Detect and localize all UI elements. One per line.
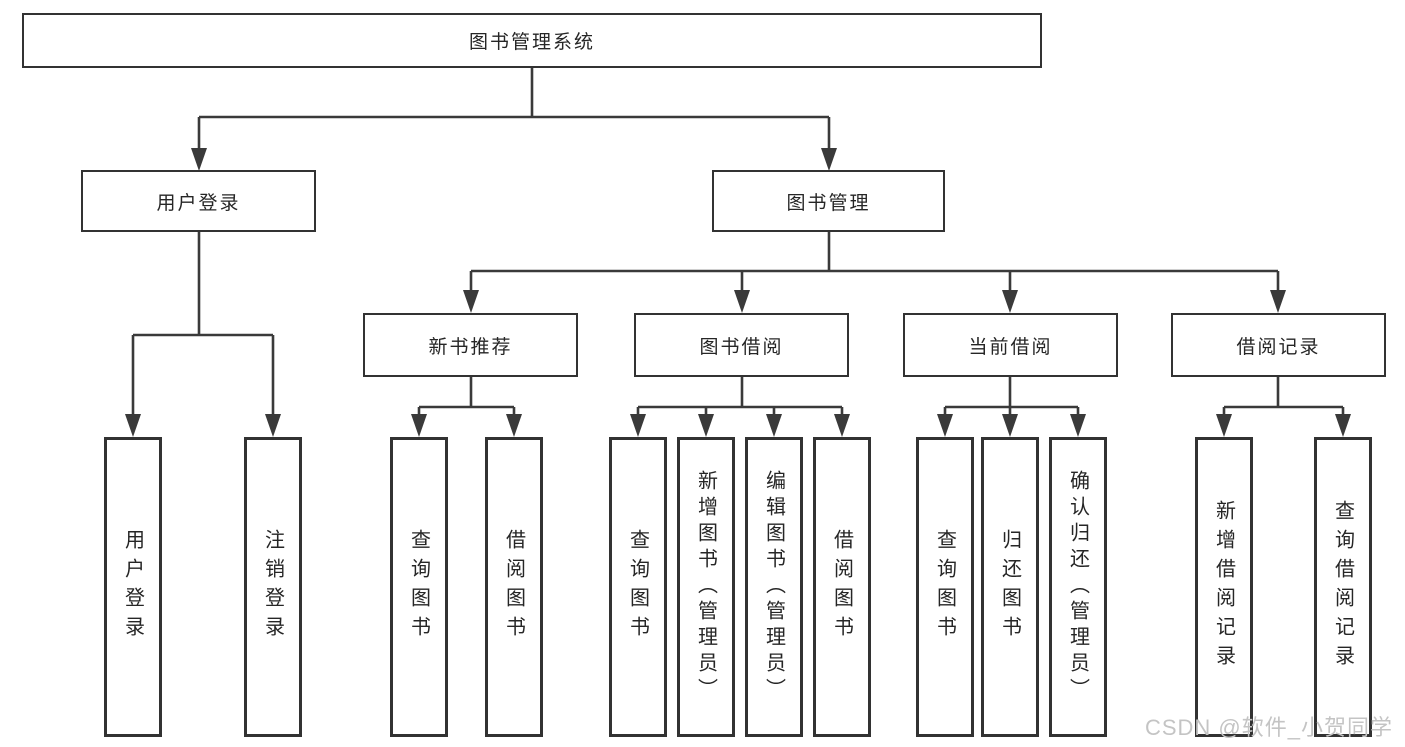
connector-line xyxy=(943,377,1080,415)
arrowhead xyxy=(1002,290,1018,313)
arrowhead xyxy=(766,414,782,437)
leaf-search-borrow-record: 查询借阅记录 xyxy=(1314,437,1372,737)
connector-line xyxy=(636,377,844,415)
arrowhead xyxy=(821,148,837,171)
arrowhead xyxy=(1070,414,1086,437)
connector-line xyxy=(417,377,516,415)
arrowhead xyxy=(125,414,141,437)
leaf-borrow-books-recommend: 借阅图书 xyxy=(485,437,543,737)
leaf-add-borrow-record: 新增借阅记录 xyxy=(1195,437,1253,737)
leaf-borrow-books: 借阅图书 xyxy=(813,437,871,737)
node-current-borrowing: 当前借阅 xyxy=(903,313,1118,377)
leaf-user-login: 用户登录 xyxy=(104,437,162,737)
arrowhead xyxy=(834,414,850,437)
arrowhead xyxy=(1335,414,1351,437)
leaf-logout: 注销登录 xyxy=(244,437,302,737)
connector-line xyxy=(1222,377,1345,415)
arrowhead xyxy=(411,414,427,437)
leaf-return-book: 归还图书 xyxy=(981,437,1039,737)
arrowhead xyxy=(698,414,714,437)
node-borrowing-records: 借阅记录 xyxy=(1171,313,1386,377)
arrowhead xyxy=(734,290,750,313)
arrowhead xyxy=(265,414,281,437)
leaf-confirm-return-admin: 确认归还（管理员） xyxy=(1049,437,1107,737)
leaf-search-books-recommend: 查询图书 xyxy=(390,437,448,737)
node-root-system: 图书管理系统 xyxy=(22,13,1042,68)
node-new-book-recommendation: 新书推荐 xyxy=(363,313,578,377)
arrowhead xyxy=(191,148,207,171)
leaf-search-books-current: 查询图书 xyxy=(916,437,974,737)
connector-line xyxy=(469,232,1280,291)
arrowhead xyxy=(1270,290,1286,313)
leaf-search-books-borrowing: 查询图书 xyxy=(609,437,667,737)
node-user-login: 用户登录 xyxy=(81,170,316,232)
arrowhead xyxy=(506,414,522,437)
arrowhead xyxy=(1216,414,1232,437)
node-book-management: 图书管理 xyxy=(712,170,945,232)
leaf-edit-book-admin: 编辑图书（管理员） xyxy=(745,437,803,737)
arrowhead xyxy=(1002,414,1018,437)
watermark: CSDN @软件_小贺同学 xyxy=(1144,715,1393,740)
node-book-borrowing: 图书借阅 xyxy=(634,313,849,377)
arrowhead xyxy=(630,414,646,437)
connector-line xyxy=(131,232,275,415)
arrowhead xyxy=(463,290,479,313)
leaf-add-book-admin: 新增图书（管理员） xyxy=(677,437,735,737)
connector-line xyxy=(197,68,831,149)
arrowhead xyxy=(937,414,953,437)
